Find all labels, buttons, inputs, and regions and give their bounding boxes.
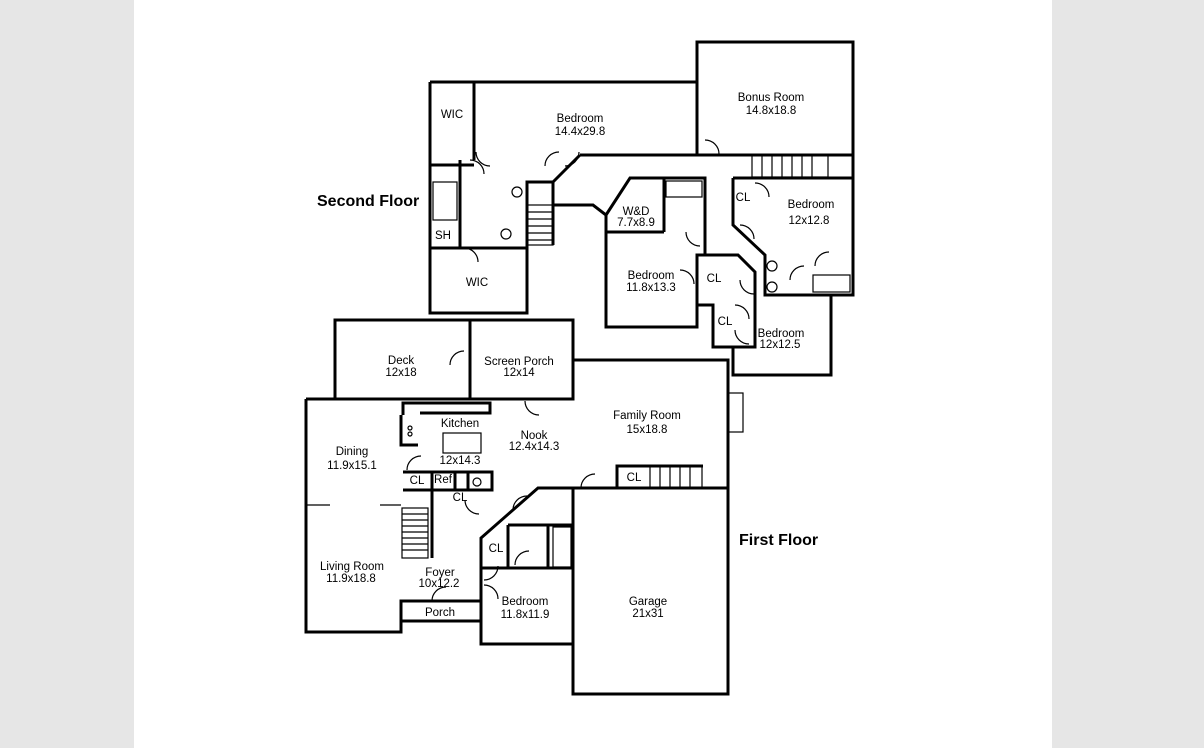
bedroom-3-label: Bedroom [628, 270, 675, 282]
closet-label: CL [627, 472, 642, 484]
first-floor-walls [304, 318, 744, 696]
bedroom-2-label: Bedroom [788, 199, 835, 211]
living-room-size: 11.9x18.8 [326, 573, 376, 585]
wic-bottom-label: WIC [466, 277, 488, 289]
wic-top-label: WIC [441, 109, 463, 121]
bonus-room-size: 14.8x18.8 [746, 105, 797, 117]
family-room-label: Family Room [613, 410, 681, 422]
document-page [134, 0, 1052, 748]
closet-label: CL [718, 316, 733, 328]
porch-label: Porch [425, 607, 455, 619]
second-floor-label: Second Floor [317, 193, 419, 210]
living-room-label: Living Room [320, 561, 384, 573]
closet-label: CL [453, 492, 468, 504]
garage-size: 21x31 [632, 608, 663, 620]
master-bedroom-label: Bedroom [557, 113, 604, 125]
bedroom-3-size: 11.8x13.3 [626, 282, 676, 294]
nook-size: 12.4x14.3 [509, 441, 560, 453]
shower-label: SH [435, 230, 451, 242]
closet-label: CL [736, 192, 751, 204]
closet-label: CL [707, 273, 722, 285]
foyer-label: Foyer [425, 567, 455, 579]
laundry-label: W&D [623, 206, 650, 218]
closet-label: CL [489, 543, 504, 555]
deck-size: 12x18 [385, 367, 416, 379]
bonus-room-label: Bonus Room [738, 92, 804, 104]
second-floor-walls [428, 40, 855, 377]
deck-label: Deck [388, 355, 414, 367]
foyer-size: 10x12.2 [419, 578, 460, 590]
bedroom-4-label: Bedroom [758, 328, 805, 340]
kitchen-label: Kitchen [441, 418, 479, 430]
refrigerator-label: Ref [434, 474, 453, 486]
garage-label: Garage [629, 596, 667, 608]
kitchen-size: 12x14.3 [440, 455, 481, 467]
bedroom-1-size: 11.8x11.9 [501, 609, 550, 621]
bedroom-2-size: 12x12.8 [789, 215, 830, 227]
laundry-size: 7.7x8.9 [617, 217, 655, 229]
closet-label: CL [410, 475, 425, 487]
nook-label: Nook [521, 430, 548, 442]
bedroom-1-label: Bedroom [502, 596, 549, 608]
dining-label: Dining [336, 446, 369, 458]
family-room-size: 15x18.8 [627, 424, 668, 436]
first-floor-label: First Floor [739, 532, 818, 549]
bedroom-4-size: 12x12.5 [760, 339, 801, 351]
master-bedroom-size: 14.4x29.8 [555, 126, 606, 138]
screen-porch-label: Screen Porch [484, 356, 554, 368]
dining-size: 11.9x15.1 [327, 460, 377, 472]
screen-porch-size: 12x14 [503, 367, 535, 379]
